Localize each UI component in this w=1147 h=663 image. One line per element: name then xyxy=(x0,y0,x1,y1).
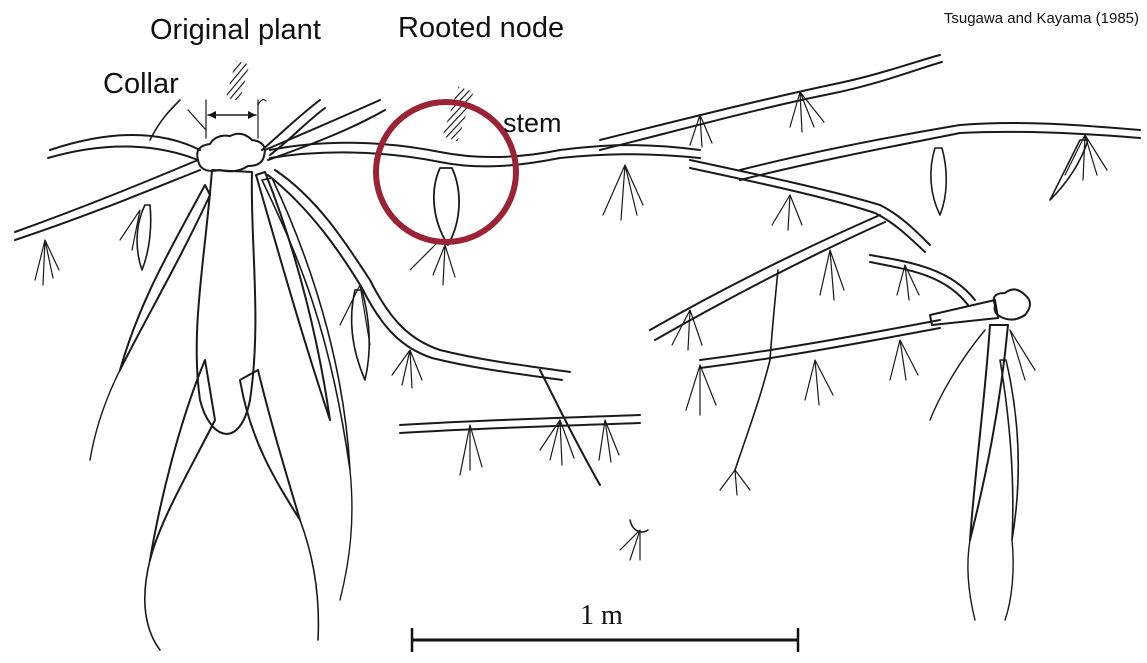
rooted-node-label: Rooted node xyxy=(398,12,564,45)
original-plant-stems xyxy=(15,100,700,485)
scale-label: 1 m xyxy=(580,600,623,632)
citation-label: Tsugawa and Kayama (1985) xyxy=(944,10,1139,27)
collar-dimension xyxy=(188,100,266,138)
original-plant-label: Original plant xyxy=(150,14,321,47)
rooted-node-highlight xyxy=(376,102,516,242)
stem-label: stem xyxy=(503,108,562,139)
collar xyxy=(197,134,265,172)
fibrous-roots xyxy=(35,92,1107,560)
ground-marker-original-icon xyxy=(226,61,249,101)
ground-marker-node-icon xyxy=(442,87,473,141)
collar-label: Collar xyxy=(103,68,179,101)
original-plant-tubers xyxy=(90,170,352,650)
